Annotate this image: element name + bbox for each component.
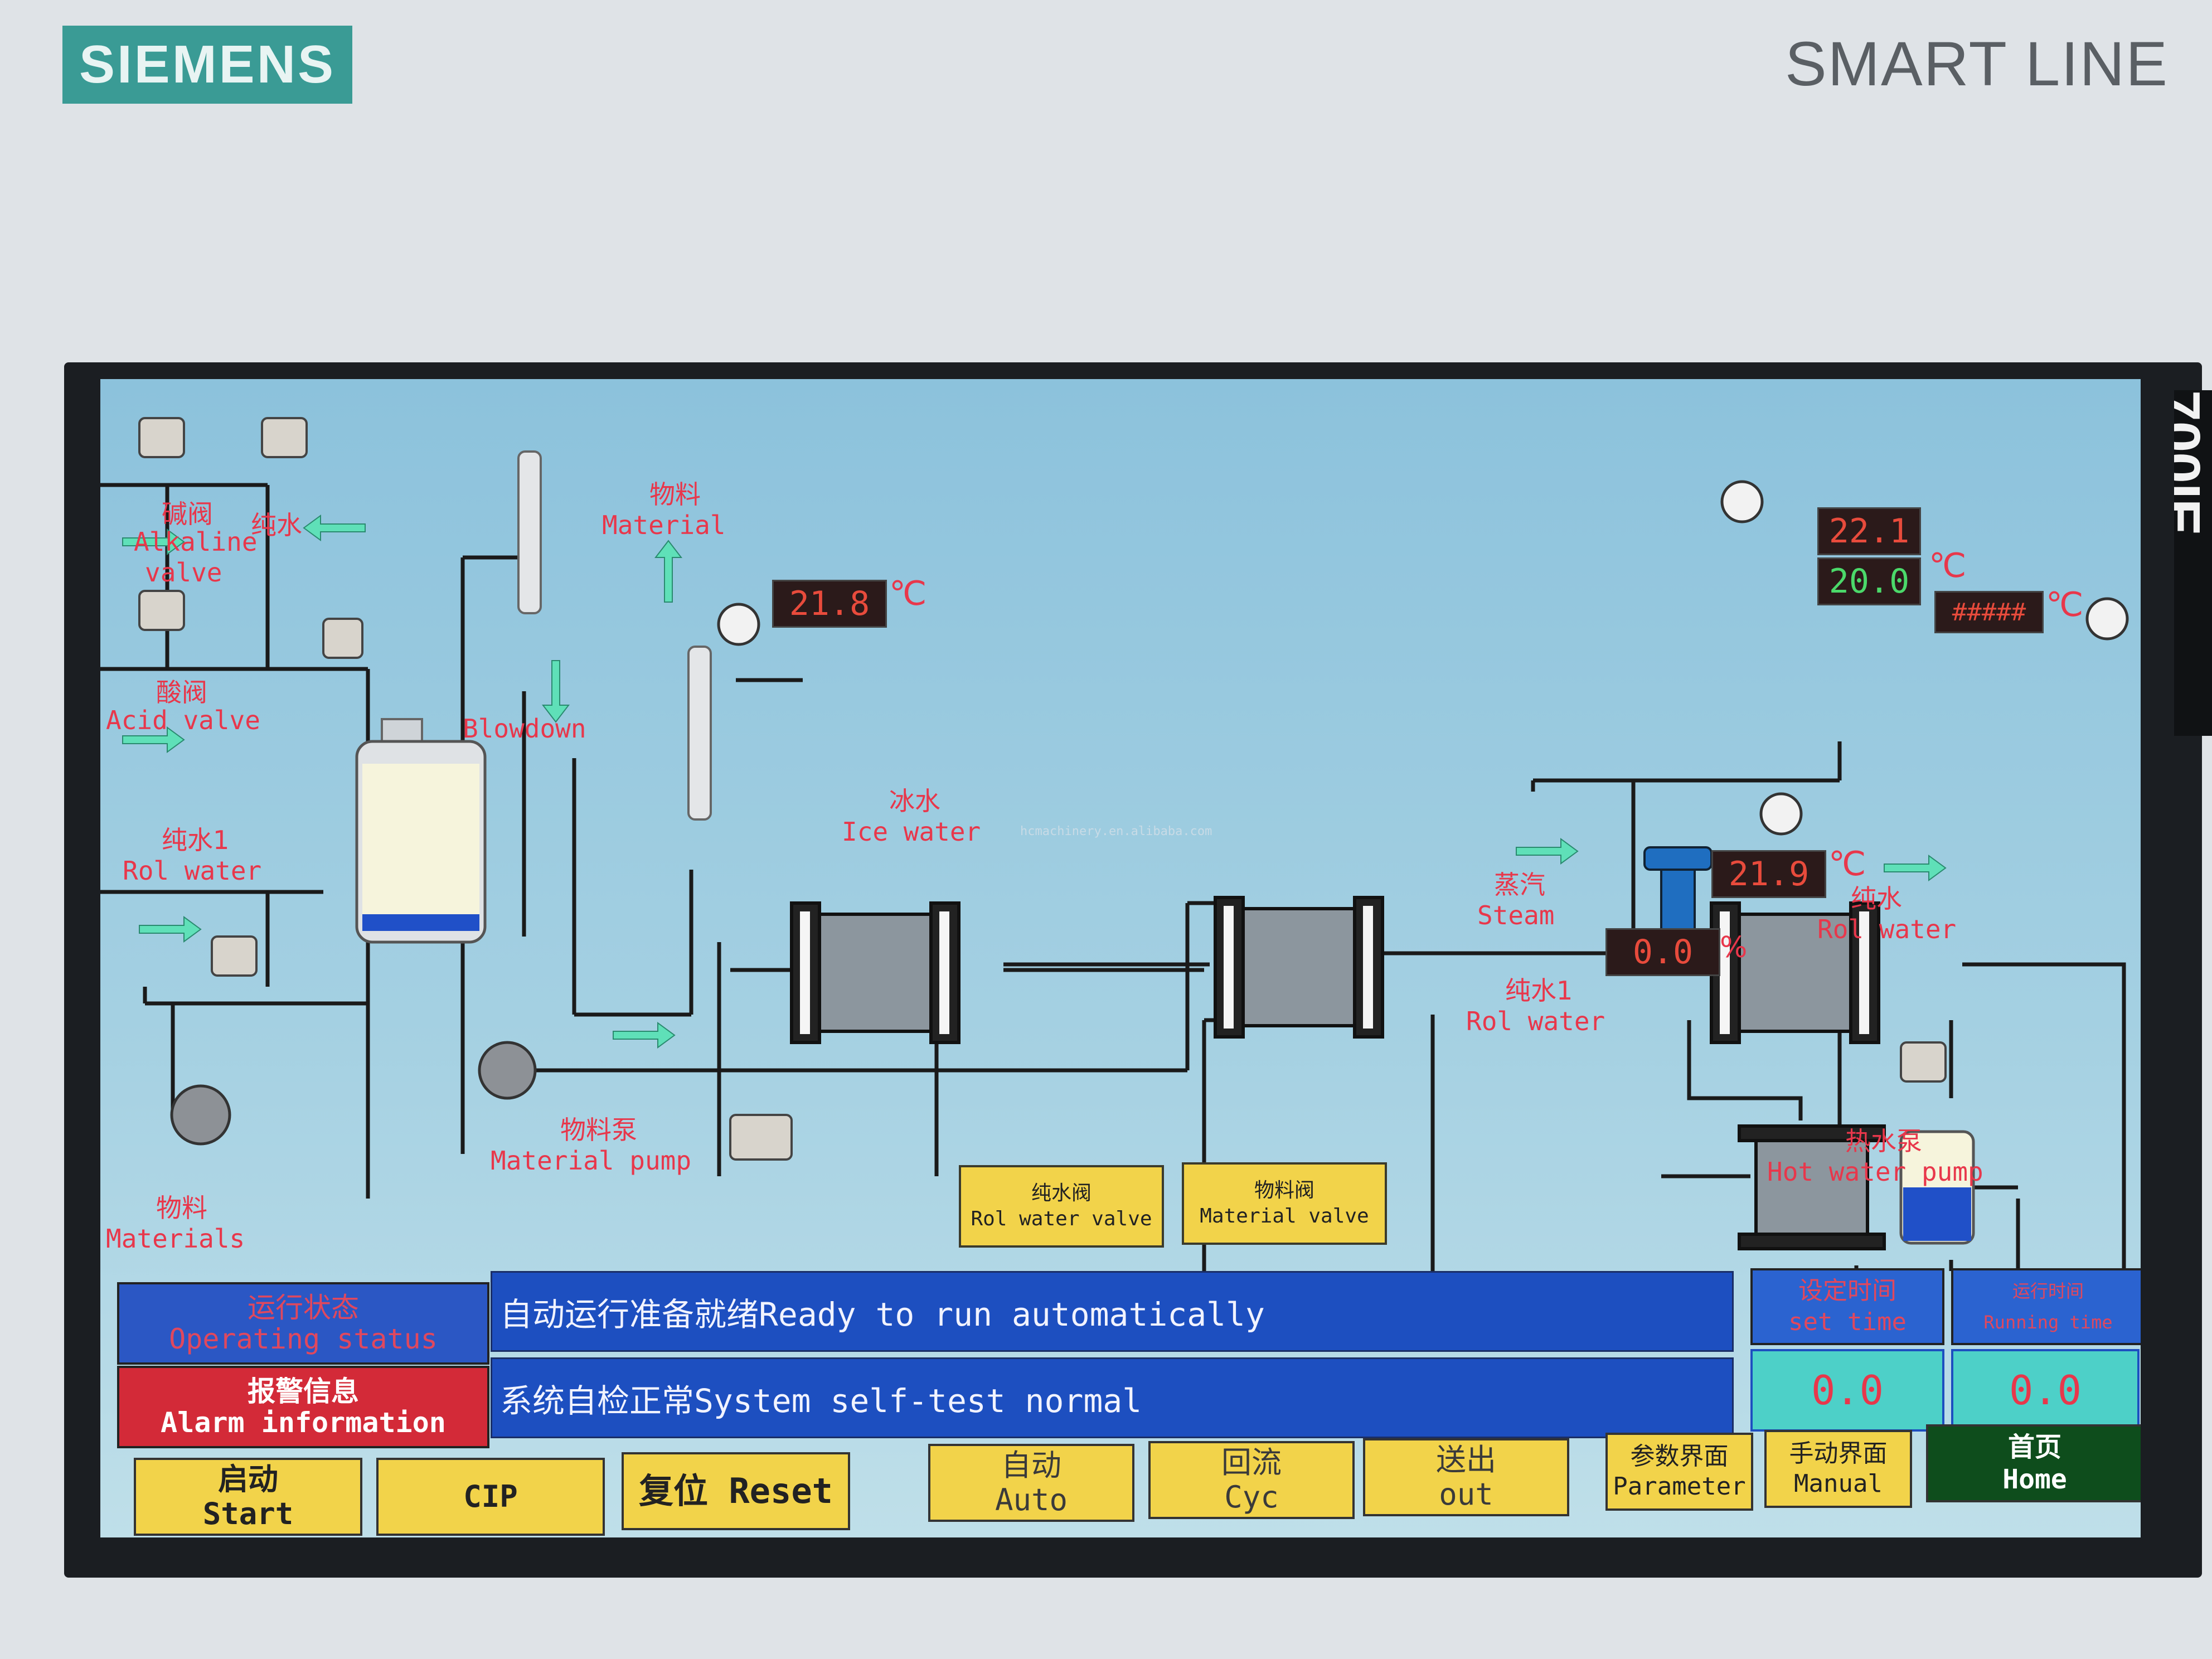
temp-readout-steam: 21.9: [1711, 850, 1826, 898]
ice-water-en: Ice water: [842, 817, 981, 847]
temp-readout-hx1: 21.8: [772, 580, 887, 628]
steam-valve-percent: 0.0: [1605, 928, 1720, 976]
manual-cn: 手动界面: [1789, 1439, 1888, 1468]
parameter-button[interactable]: 参数界面 Parameter: [1605, 1433, 1753, 1511]
mixing-tank: [355, 718, 487, 944]
pumps: [170, 1041, 537, 1146]
temp-unit-steam: ℃: [1828, 845, 1866, 884]
watermark: hcmachinery.en.alibaba.com: [1020, 824, 1212, 838]
cip-button[interactable]: CIP: [376, 1458, 605, 1536]
operating-status-label: 运行状态 Operating status: [117, 1282, 489, 1365]
operating-status-cn: 运行状态: [248, 1292, 359, 1324]
hot-water-pump-cn: 热水泵: [1845, 1126, 1922, 1156]
material-valve-button[interactable]: 物料阀 Material valve: [1182, 1162, 1387, 1245]
flow-arrows: [122, 515, 1947, 1049]
percent-unit: %: [1720, 931, 1748, 964]
alkaline-valve-en2: valve: [145, 557, 222, 588]
rol-water-1b-cn: 纯水1: [1505, 976, 1573, 1006]
temp-readout-top: 22.1: [1817, 507, 1921, 555]
actuated-valves: [138, 417, 1947, 1161]
out-cn: 送出: [1436, 1442, 1496, 1477]
blowdown-label: Blowdown: [463, 714, 586, 744]
set-time-en: set time: [1788, 1308, 1907, 1336]
alkaline-valve-en1: Alkaline: [134, 527, 258, 557]
auto-en: Auto: [995, 1482, 1068, 1517]
heat-exchanger-1: [790, 901, 961, 1044]
heat-exchanger-3: [1710, 901, 1880, 1044]
auto-cn: 自动: [1001, 1448, 1061, 1483]
out-button[interactable]: 送出 out: [1363, 1438, 1569, 1516]
set-time-cn: 设定时间: [1798, 1277, 1896, 1305]
hmi-screen: 碱阀 Alkaline valve 纯水 酸阀 Acid valve 纯水1 R…: [100, 379, 2141, 1537]
rol-water-1b-en: Rol water: [1466, 1006, 1605, 1036]
auto-button[interactable]: 自动 Auto: [928, 1444, 1134, 1522]
hot-water-tank: [1899, 1130, 1975, 1245]
cyc-button[interactable]: 回流 Cyc: [1148, 1441, 1355, 1519]
pressure-gauges: [717, 480, 2129, 836]
cyc-en: Cyc: [1224, 1479, 1279, 1515]
acid-valve-en: Acid valve: [106, 705, 260, 735]
alarm-information-label: 报警信息 Alarm information: [117, 1366, 489, 1448]
alarm-information-cn: 报警信息: [248, 1375, 359, 1408]
rol-water-right-en: Rol water: [1817, 914, 1957, 944]
start-en: Start: [202, 1496, 294, 1531]
home-button[interactable]: 首页 Home: [1926, 1424, 2141, 1502]
rol-water-1-cn: 纯水1: [162, 825, 230, 855]
material-valve-en: Material valve: [1200, 1205, 1369, 1228]
separator-column: [517, 450, 712, 821]
home-en: Home: [2002, 1464, 2067, 1495]
heat-exchanger-2: [1214, 896, 1384, 1039]
rol-water-valve-cn: 纯水阀: [1031, 1182, 1092, 1205]
running-time-value: 0.0: [1951, 1349, 2140, 1432]
reset-button[interactable]: 复位 Reset: [622, 1452, 850, 1530]
operating-status-en: Operating status: [169, 1323, 438, 1355]
temp-unit-hx1: ℃: [889, 574, 927, 613]
steam-en: Steam: [1477, 900, 1555, 930]
hot-water-pump-en: Hot water pump: [1767, 1157, 1983, 1187]
alarm-information-en: Alarm information: [161, 1406, 446, 1439]
process-diagram: [100, 417, 2129, 1271]
materials-cn: 物料: [156, 1193, 207, 1223]
parameter-en: Parameter: [1613, 1472, 1746, 1501]
materials-en: Materials: [106, 1224, 245, 1254]
model-label: SMART LINE: [1784, 29, 2169, 99]
set-time-value[interactable]: 0.0: [1750, 1349, 1944, 1432]
rol-water-valve-button[interactable]: 纯水阀 Rol water valve: [959, 1165, 1164, 1248]
rol-water-valve-en: Rol water valve: [971, 1207, 1152, 1230]
out-en: out: [1439, 1477, 1493, 1512]
running-time-cn: 运行时间: [2012, 1280, 2084, 1302]
home-cn: 首页: [2007, 1432, 2061, 1463]
material-valve-cn: 物料阀: [1254, 1179, 1314, 1202]
siemens-logo: SIEMENS: [62, 26, 352, 104]
heat-exchanger-4: [1738, 1124, 1886, 1250]
manual-en: Manual: [1794, 1469, 1883, 1498]
material-pump-en: Material pump: [491, 1146, 692, 1176]
ice-water-cn: 冰水: [889, 786, 940, 816]
parameter-cn: 参数界面: [1630, 1442, 1729, 1471]
rol-water-right-cn: 纯水: [1851, 884, 1902, 914]
start-cn: 启动: [218, 1462, 278, 1497]
set-time-label: 设定时间 set time: [1750, 1268, 1944, 1345]
operating-status-message: 自动运行准备就绪Ready to run automatically: [491, 1271, 1734, 1352]
side-label: 700IE: [2174, 390, 2212, 736]
temp-unit-hash: ℃: [2046, 585, 2084, 624]
steam-cn: 蒸汽: [1494, 870, 1545, 900]
temp-readout-hash: #####: [1934, 591, 2044, 633]
alarm-message: 系统自检正常System self-test normal: [491, 1357, 1734, 1438]
material-top-en: Material: [602, 510, 726, 540]
material-pump-cn: 物料泵: [560, 1115, 637, 1145]
manual-button[interactable]: 手动界面 Manual: [1764, 1430, 1912, 1508]
alkaline-valve-cn: 碱阀: [162, 499, 213, 529]
material-top-cn: 物料: [649, 479, 701, 510]
temp-unit-top: ℃: [1929, 546, 1967, 585]
cyc-cn: 回流: [1221, 1445, 1282, 1480]
temp-readout-top2: 20.0: [1817, 557, 1921, 605]
start-button[interactable]: 启动 Start: [134, 1458, 362, 1536]
rol-water-1-en: Rol water: [123, 856, 262, 886]
running-time-label: 运行时间 Running time: [1951, 1268, 2141, 1345]
pure-water-cn: 纯水: [251, 510, 302, 540]
running-time-en: Running time: [1983, 1312, 2113, 1333]
acid-valve-cn: 酸阀: [156, 677, 207, 707]
